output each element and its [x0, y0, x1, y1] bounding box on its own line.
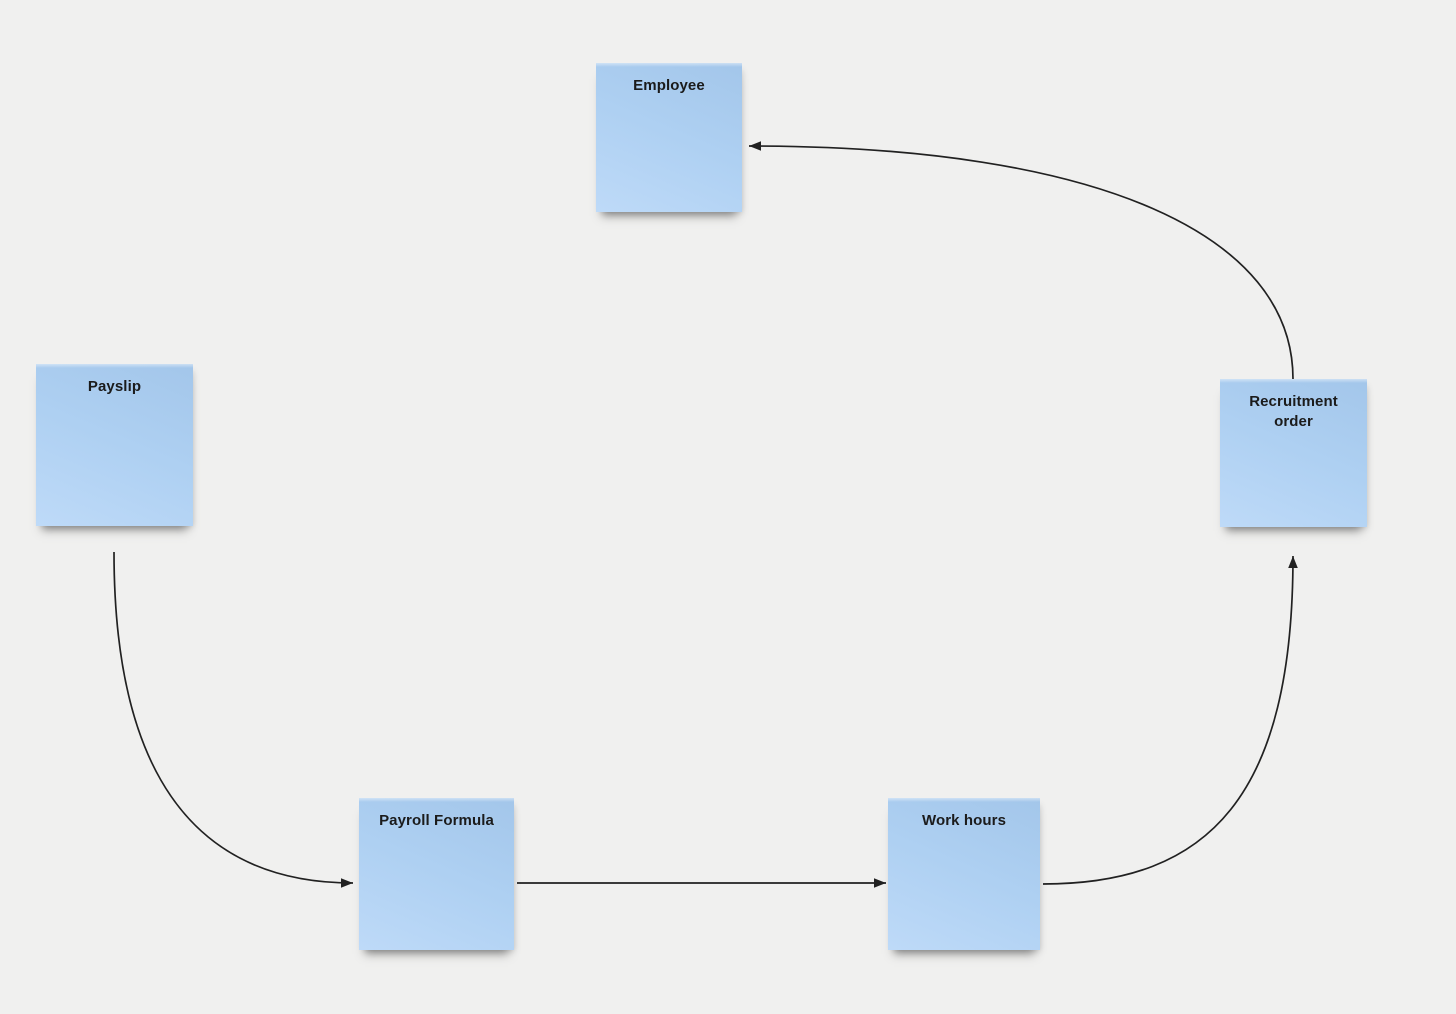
- sticky-note-label: Payroll Formula: [379, 812, 494, 829]
- sticky-note-recruitment-order[interactable]: Recruitment order: [1220, 379, 1367, 527]
- sticky-note-payslip[interactable]: Payslip: [36, 364, 193, 526]
- connector-recruitment-order-to-employee[interactable]: [748, 141, 1294, 380]
- connector-payslip-to-payroll-formula[interactable]: [113, 551, 354, 888]
- sticky-note-label: Work hours: [921, 812, 1007, 829]
- sticky-note-label: Employee: [633, 77, 705, 94]
- sticky-note-employee[interactable]: Employee: [596, 63, 742, 212]
- sticky-note-label: Recruitment order: [1249, 393, 1338, 430]
- connector-work-hours-to-recruitment-order[interactable]: [1042, 555, 1298, 885]
- sticky-note-work-hours[interactable]: Work hours: [888, 798, 1040, 950]
- sticky-note-label: Payslip: [87, 378, 142, 395]
- sticky-note-payroll-formula[interactable]: Payroll Formula: [359, 798, 514, 950]
